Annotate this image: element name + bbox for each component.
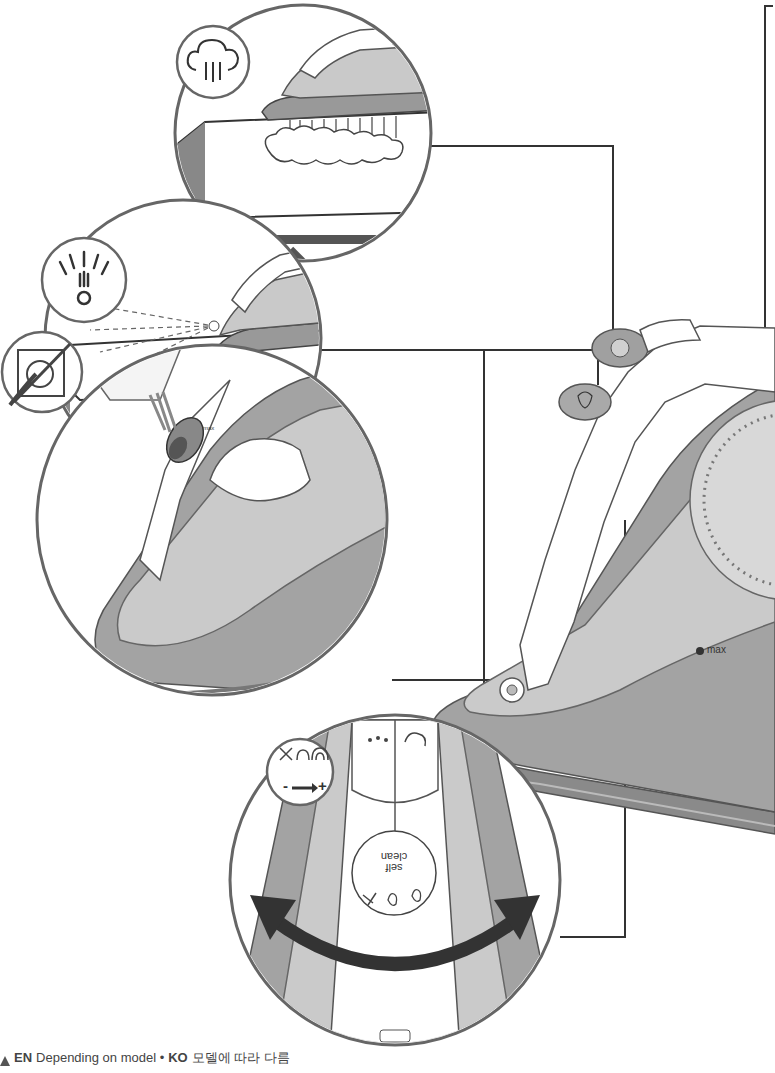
caption-line: EN Depending on model • KO 모델에 따라 다름	[14, 1049, 290, 1067]
filling-detail	[2, 300, 400, 760]
dial-text: self clean	[372, 851, 416, 873]
caption-text: 모델에 따라 다름	[192, 1049, 290, 1067]
warning-triangle	[0, 1056, 10, 1066]
part-mark: max	[203, 425, 214, 432]
language-code: EN	[14, 1050, 32, 1065]
dial-detail	[230, 715, 560, 1050]
caption-text: Depending on model •	[36, 1050, 164, 1065]
symbol-sign: -	[283, 778, 288, 795]
part-mark: max	[707, 644, 726, 655]
symbol-sign: +	[318, 778, 327, 795]
language-code: KO	[168, 1050, 188, 1065]
